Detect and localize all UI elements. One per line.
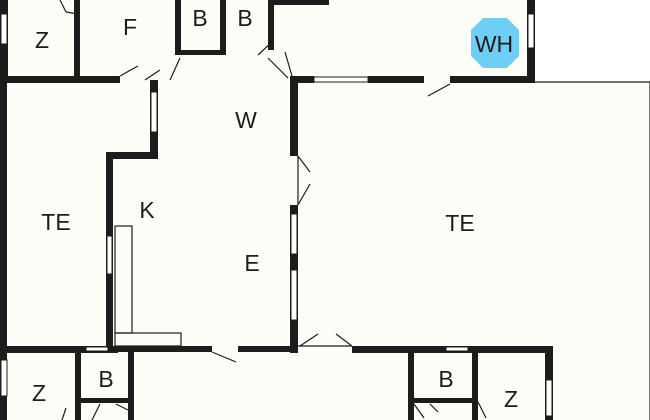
room-label-z-top-left: Z <box>35 27 49 53</box>
wh-badge-label: WH <box>475 31 513 57</box>
room-label-b-bottom-left: B <box>98 366 113 392</box>
details <box>59 0 650 420</box>
room-label-k: K <box>139 197 155 223</box>
room-label-b-top-2: B <box>237 5 252 31</box>
room-label-b-bottom-right: B <box>438 366 453 392</box>
room-label-te-right: TE <box>445 210 474 236</box>
room-label-e: E <box>244 250 259 276</box>
room-label-f: F <box>123 14 137 40</box>
room-label-z-bottom-left: Z <box>32 380 46 406</box>
wh-badge-octagon <box>471 18 519 68</box>
wh-badge: WH <box>471 18 519 68</box>
windows <box>0 13 553 417</box>
room-labels: Z F B B W TE K E TE Z B B Z <box>32 5 518 412</box>
room-label-te-left: TE <box>41 209 70 235</box>
room-label-w: W <box>235 107 257 133</box>
room-label-b-top-1: B <box>192 5 207 31</box>
room-label-z-bottom-right: Z <box>504 386 518 412</box>
